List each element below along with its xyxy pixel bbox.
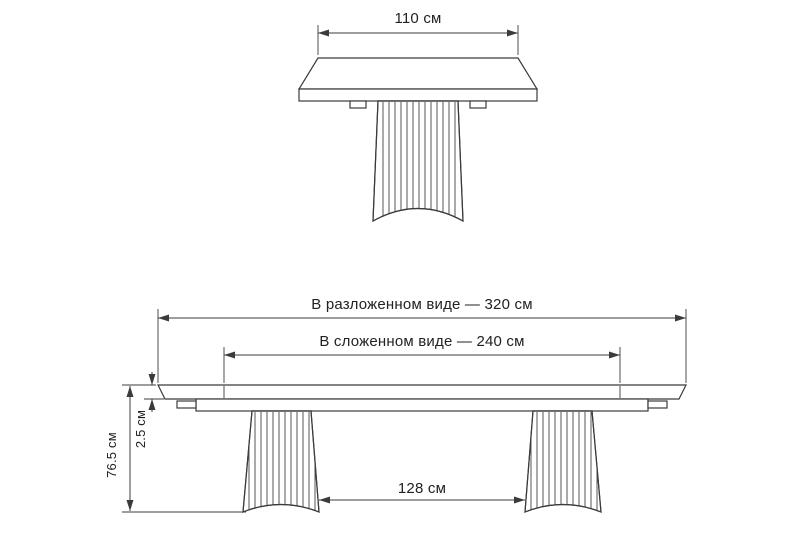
pedestal-front-flutes: [382, 102, 456, 221]
right-leg: [524, 410, 602, 513]
tabletop-slab-side: [157, 384, 687, 400]
height-dimension-label: 76.5 см: [104, 432, 119, 478]
slide-rail-right-side: [647, 400, 668, 409]
front-view: [297, 25, 539, 223]
height-dimension: [122, 384, 246, 513]
left-leg: [242, 410, 320, 513]
tabletop-surface-front: [297, 57, 539, 90]
slide-rail-left-side: [176, 400, 197, 409]
folded-width-dimension: [223, 347, 621, 383]
tabletop-side: [157, 384, 687, 412]
legs-distance-dimension-label: 128 см: [397, 480, 447, 497]
slide-rail-left-front: [349, 100, 367, 109]
pedestal-front: [372, 100, 464, 223]
front-width-dimension-label: 110 см: [394, 10, 442, 27]
top-thickness-dimension-label: 2.5 см: [133, 409, 148, 449]
top-thickness-dimension: [144, 372, 164, 412]
apron-side: [195, 398, 649, 412]
slide-rail-right-front: [469, 100, 487, 109]
tabletop-front: [297, 57, 539, 109]
front-width-dimension: [317, 25, 519, 55]
folded-width-dimension-label: В сложенном виде — 240 см: [319, 333, 525, 350]
side-view: [122, 309, 687, 513]
extended-width-dimension: [157, 309, 687, 383]
extended-width-dimension-label: В разложенном виде — 320 см: [311, 296, 533, 313]
tabletop-edge-front: [298, 88, 538, 102]
